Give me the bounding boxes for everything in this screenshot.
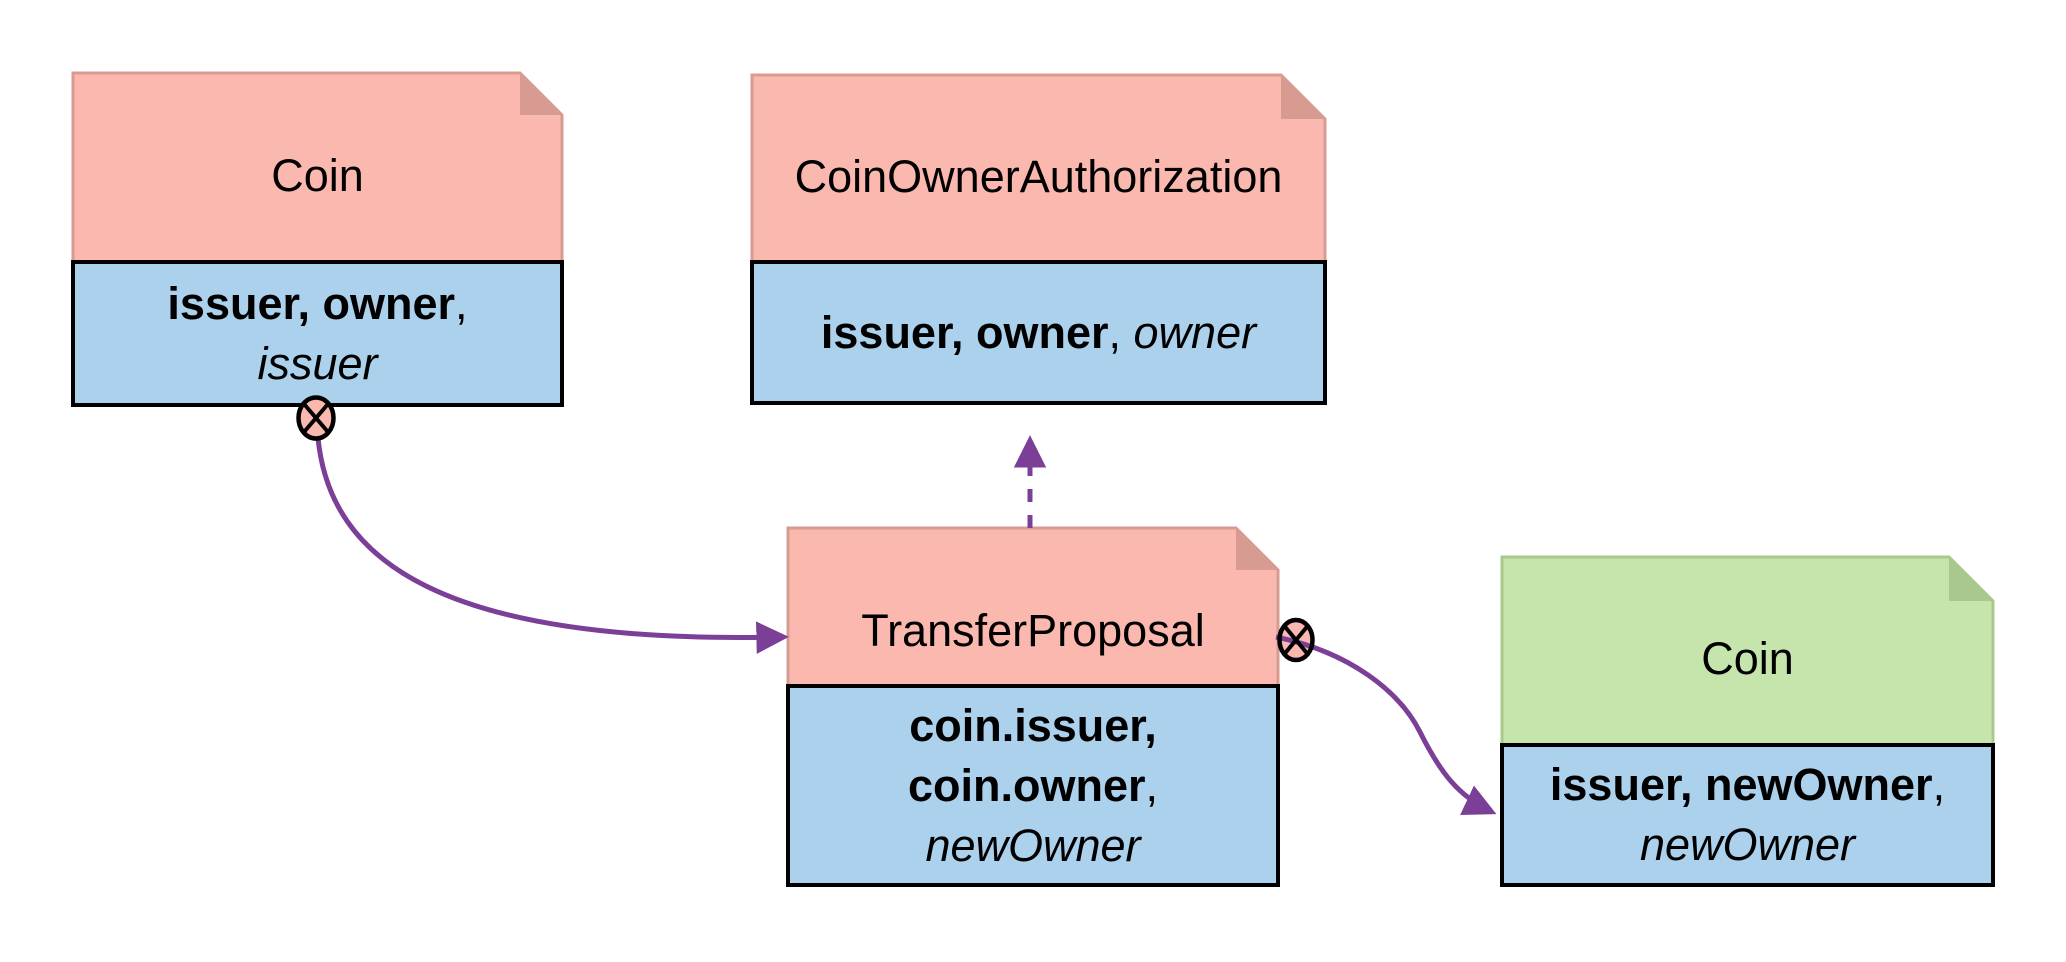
archive-cross-icon: [296, 395, 336, 441]
transfer-proposal-dogear-fold: [1236, 528, 1278, 570]
transfer-proposal-header-shape: [786, 526, 1280, 688]
coin-archived-header-shape: [71, 71, 564, 264]
box-coin-archived: [71, 71, 564, 407]
coin-new-dogear-fold: [1949, 557, 1993, 601]
transfer-proposal-parties-panel: [786, 684, 1280, 887]
coin-new-parties-panel: [1500, 743, 1995, 887]
box-coin-owner-authorization: [750, 73, 1327, 405]
coin-owner-authorization-header-shape: [750, 73, 1327, 264]
box-transfer-proposal: [786, 526, 1280, 887]
archive-cross-line: [1282, 624, 1310, 656]
archive-cross-icon: [1277, 617, 1315, 663]
edge-coin-to-transfer-proposal: [315, 437, 789, 654]
edge-transfer-proposal-to-coin: [1275, 634, 1497, 815]
coin-owner-authorization-parties-panel: [750, 260, 1327, 405]
coin-archived-parties-panel: [71, 260, 564, 407]
coin-archived-dogear-fold: [520, 73, 562, 115]
box-coin-new: [1500, 555, 1995, 887]
archive-cross-line: [302, 402, 330, 434]
coin-new-header-shape: [1500, 555, 1995, 747]
coin-owner-authorization-dogear-fold: [1281, 75, 1325, 119]
archive-circle: [1277, 617, 1315, 663]
